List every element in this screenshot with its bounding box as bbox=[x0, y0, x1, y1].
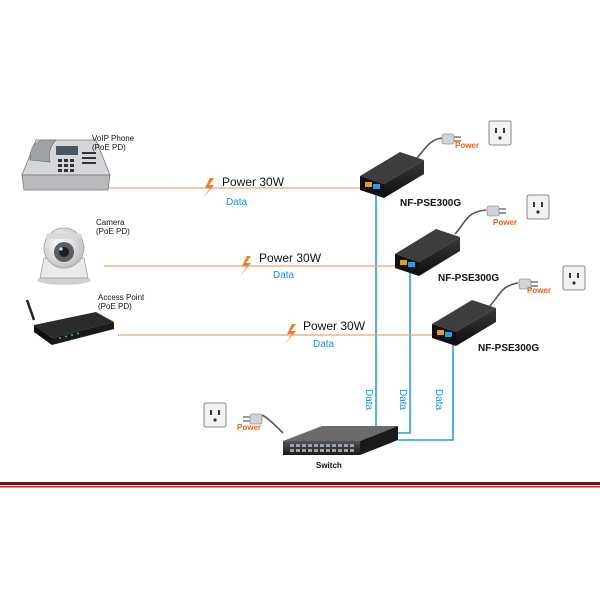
ac-cord-injector-1 bbox=[414, 137, 443, 161]
injector-1-model: NF-PSE300G bbox=[400, 198, 461, 209]
uplink-3-data-label: Data bbox=[433, 389, 444, 411]
plug-icon bbox=[441, 133, 461, 145]
injector-1-power-tag: Power bbox=[455, 141, 479, 150]
poe-lines bbox=[78, 187, 436, 336]
link2-power-label: Power 30W bbox=[259, 251, 322, 265]
poe-injector-3-icon bbox=[432, 300, 496, 346]
camera-icon bbox=[37, 227, 91, 285]
plug-icon bbox=[243, 413, 263, 425]
plug-icon bbox=[486, 205, 506, 217]
divider-red bbox=[0, 486, 600, 488]
switch-power-tag: Power bbox=[237, 423, 261, 432]
uplink-2 bbox=[398, 267, 411, 434]
link1-data-label: Data bbox=[226, 197, 248, 208]
outlet-icon bbox=[562, 265, 586, 291]
bolt-icon bbox=[285, 324, 296, 344]
bolt-icon bbox=[240, 256, 251, 276]
divider-dark bbox=[0, 482, 600, 485]
camera-label-line1: Camera bbox=[96, 218, 125, 227]
injector-3-model: NF-PSE300G bbox=[478, 343, 539, 354]
link3-data-label: Data bbox=[313, 339, 335, 350]
ac-cord-injector-2 bbox=[454, 209, 487, 235]
uplink-2-data-label: Data bbox=[397, 389, 408, 411]
voip-phone-icon bbox=[21, 139, 111, 191]
ap-label-line2: (PoE PD) bbox=[98, 302, 132, 311]
access-point-icon bbox=[25, 299, 114, 345]
ap-label-line1: Access Point bbox=[98, 293, 145, 302]
outlet-icon bbox=[488, 120, 512, 146]
ac-cord-injector-3 bbox=[487, 282, 519, 309]
ac-cords bbox=[261, 137, 519, 434]
uplink-1-data-label: Data bbox=[363, 389, 374, 411]
link2-data-label: Data bbox=[273, 270, 295, 281]
outlet-icon bbox=[203, 402, 227, 428]
bolts bbox=[203, 178, 296, 344]
poe-injector-1-icon bbox=[360, 152, 424, 198]
link3-power-label: Power 30W bbox=[303, 319, 366, 333]
camera-label-line2: (PoE PD) bbox=[96, 227, 130, 236]
poe-injector-2-icon bbox=[395, 229, 460, 276]
voip-label-line1: VoIP Phone bbox=[92, 134, 135, 143]
voip-label-line2: (PoE PD) bbox=[92, 143, 126, 152]
plug-icon bbox=[518, 278, 538, 290]
uplink-3 bbox=[398, 336, 454, 441]
switch-icon bbox=[283, 426, 398, 455]
injector-3-power-tag: Power bbox=[527, 286, 551, 295]
data-uplinks bbox=[375, 190, 454, 441]
injector-2-power-tag: Power bbox=[493, 218, 517, 227]
switch-label: Switch bbox=[316, 461, 342, 470]
link1-power-label: Power 30W bbox=[222, 175, 285, 189]
ac-cord-switch bbox=[261, 414, 284, 434]
outlet-icon bbox=[526, 194, 550, 220]
injector-2-model: NF-PSE300G bbox=[438, 273, 499, 284]
bolt-icon bbox=[203, 178, 214, 198]
